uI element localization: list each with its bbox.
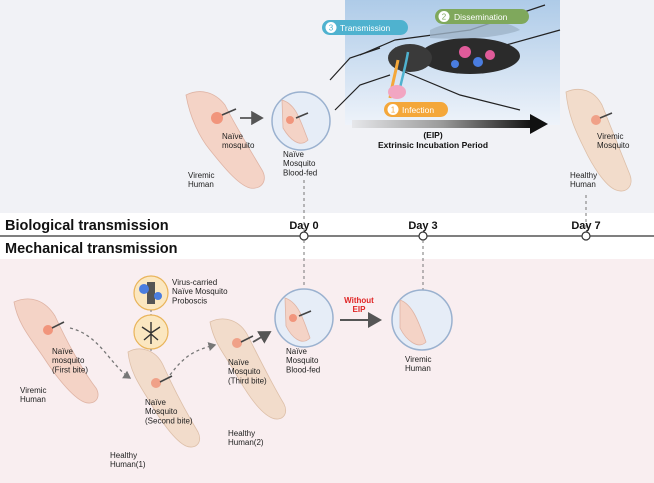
step-pill-infection: 1 Infection (384, 102, 448, 117)
section-title-biological: Biological transmission (5, 218, 169, 234)
healthy-human-arm-second-bite (127, 348, 201, 448)
step-number: 2 (442, 13, 447, 22)
healthy-human-arm-third-bite (209, 318, 287, 420)
step-pill-transmission: 3 Transmission (322, 20, 408, 35)
day-marker (299, 231, 309, 241)
eip-abbrev: (EIP) (423, 130, 443, 140)
step-label: Dissemination (454, 12, 508, 22)
step-number: 1 (391, 106, 396, 115)
day-label: Day 0 (289, 220, 318, 232)
day-marker (418, 231, 428, 241)
first-to-second-bite-arrow (69, 327, 132, 379)
mechanical-panel-bg (0, 259, 654, 483)
viremic-human-end-circle (391, 289, 453, 351)
blood-fed-mosquito-circle (271, 91, 331, 151)
step-pill-dissemination: 2 Dissemination (435, 9, 529, 24)
viremic-human-arm-first-bite (13, 298, 99, 404)
mosquito-icon (329, 4, 561, 111)
third-bite-to-bloodfed-arrow (252, 331, 272, 344)
day-marker (581, 231, 591, 241)
step-number: 3 (329, 24, 334, 33)
proboscis-virus-icon (133, 275, 169, 311)
step-label: Infection (402, 105, 434, 115)
mechanical-blood-fed-circle (274, 288, 334, 348)
step-label: Transmission (340, 23, 390, 33)
second-to-third-bite-arrow (169, 342, 217, 376)
viremic-human-arm (185, 91, 265, 189)
proboscis-mosquito-icon (133, 314, 169, 350)
day-label: Day 3 (408, 220, 437, 232)
healthy-human-arm (565, 88, 632, 192)
section-title-mechanical: Mechanical transmission (5, 241, 177, 257)
eip-arrow (352, 114, 548, 134)
eip-full: Extrinsic Incubation Period (378, 140, 488, 150)
